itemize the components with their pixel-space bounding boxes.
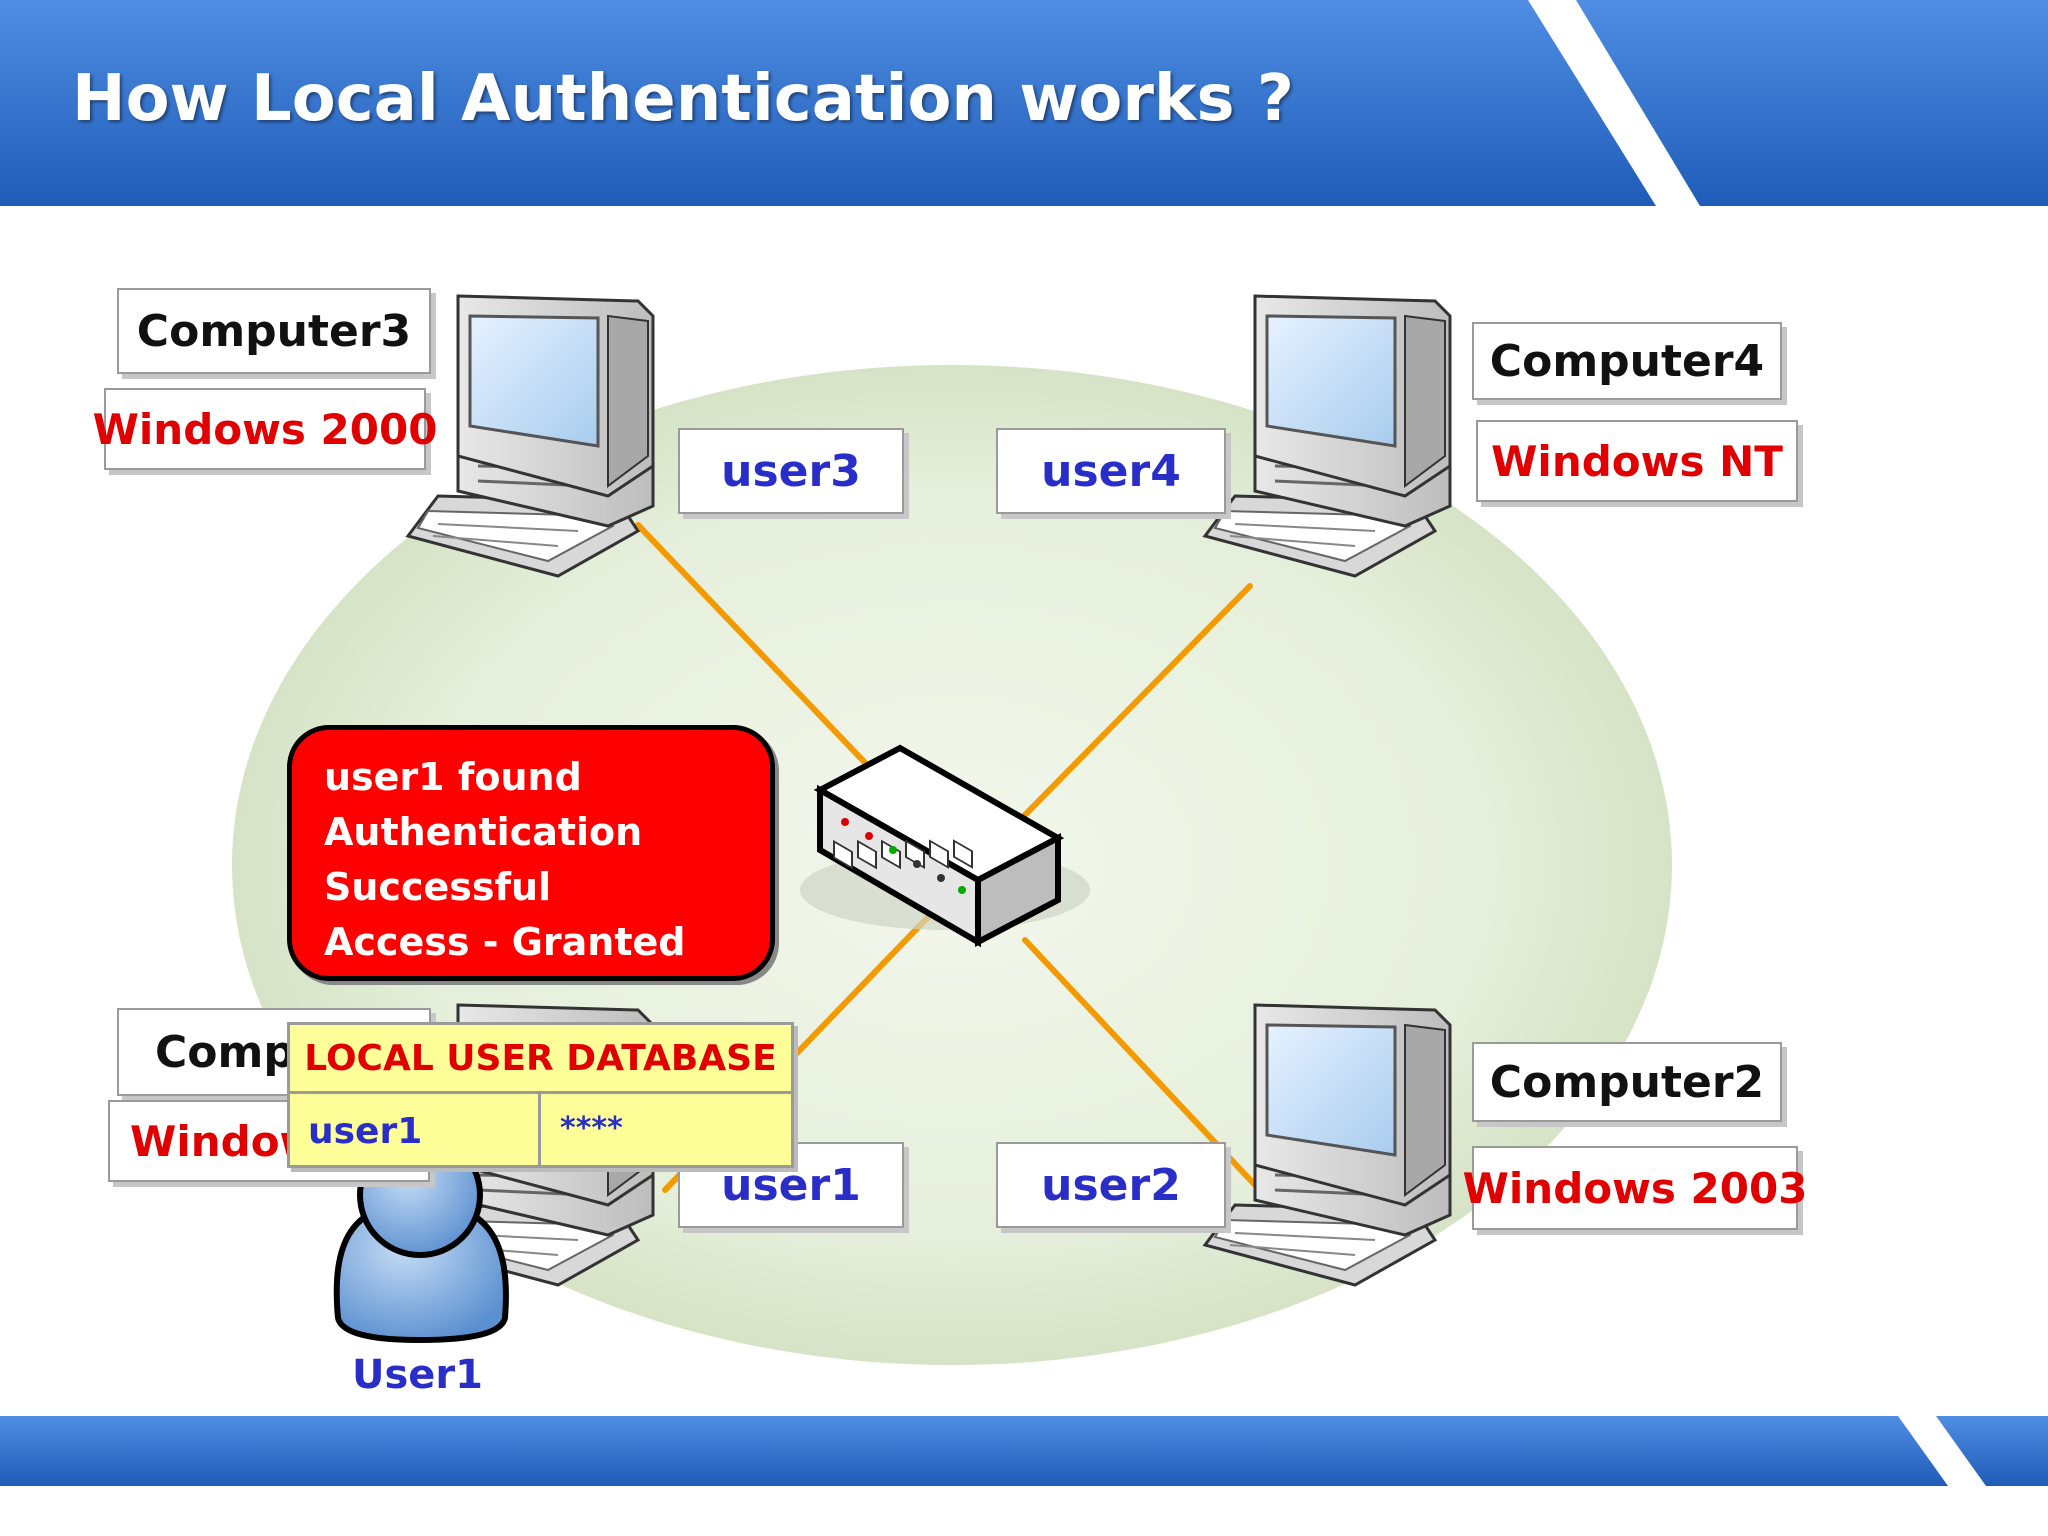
footer-band-right: [1936, 1416, 2048, 1486]
link-computer3: [635, 522, 875, 773]
computer3-icon: [406, 294, 655, 578]
callout-line: Successful: [324, 865, 552, 909]
computer2-name-label: Computer2: [1472, 1042, 1782, 1122]
footer-band: [0, 1416, 1948, 1486]
computer3-name-label: Computer3: [117, 288, 431, 374]
computer2-os-label: Windows 2003: [1463, 1146, 1807, 1230]
database-title: LOCAL USER DATABASE: [290, 1025, 791, 1094]
header-band-right: [1576, 0, 2048, 206]
computer2-user-label: user2: [996, 1142, 1226, 1228]
slide-title: How Local Authentication works ?: [72, 62, 1294, 136]
computer4-name-label: Computer4: [1472, 322, 1782, 400]
auth-result-callout: user1 found Authentication Successful Ac…: [287, 725, 775, 981]
local-user-database-table: LOCAL USER DATABASE user1 ****: [287, 1022, 794, 1168]
database-username-cell: user1: [308, 1111, 423, 1152]
database-password-cell: ****: [560, 1111, 623, 1146]
computer4-user-label: user4: [996, 428, 1226, 514]
header-band: [0, 0, 1656, 206]
computer3-os-label: Windows 2000: [93, 388, 437, 470]
computer3-user-label: user3: [678, 428, 904, 514]
callout-line: Access - Granted: [324, 920, 686, 964]
callout-line: Authentication: [324, 810, 643, 854]
person-label: User1: [352, 1352, 483, 1398]
callout-line: user1 found: [324, 755, 582, 799]
computer4-os-label: Windows NT: [1476, 420, 1798, 502]
database-column-divider: [538, 1091, 541, 1168]
network-switch-icon: [800, 744, 1090, 948]
link-computer4: [1017, 583, 1253, 823]
